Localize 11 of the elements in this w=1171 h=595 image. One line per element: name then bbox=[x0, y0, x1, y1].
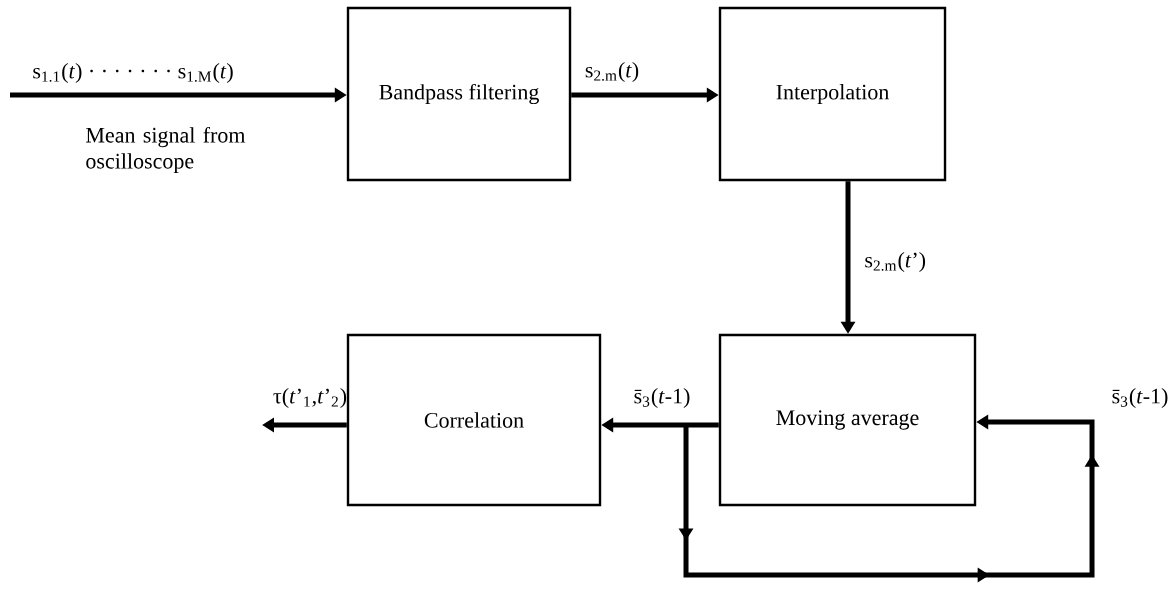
note-text: Mean signal from oscilloscope bbox=[86, 126, 246, 174]
edge-label: s$_{2.m}$(t) bbox=[585, 62, 639, 82]
edge-label: s$_{2.m}$(t’) bbox=[865, 252, 926, 272]
edge-label: τ(t’$_{1}$,t’$_{2}$) bbox=[273, 388, 347, 408]
edge-label: s$_{1.1}$(t) · · · · · · · s$_{1.M}$(t) bbox=[33, 63, 233, 83]
edge-label: s̄$_{3}$(t-1) bbox=[1112, 388, 1168, 408]
process-box: Bandpass filtering bbox=[346, 6, 572, 182]
process-box: Interpolation bbox=[718, 6, 947, 182]
process-box: Correlation bbox=[346, 333, 602, 507]
edge-label: s̄$_{3}$(t-1) bbox=[634, 388, 690, 408]
process-box: Moving average bbox=[718, 333, 977, 507]
